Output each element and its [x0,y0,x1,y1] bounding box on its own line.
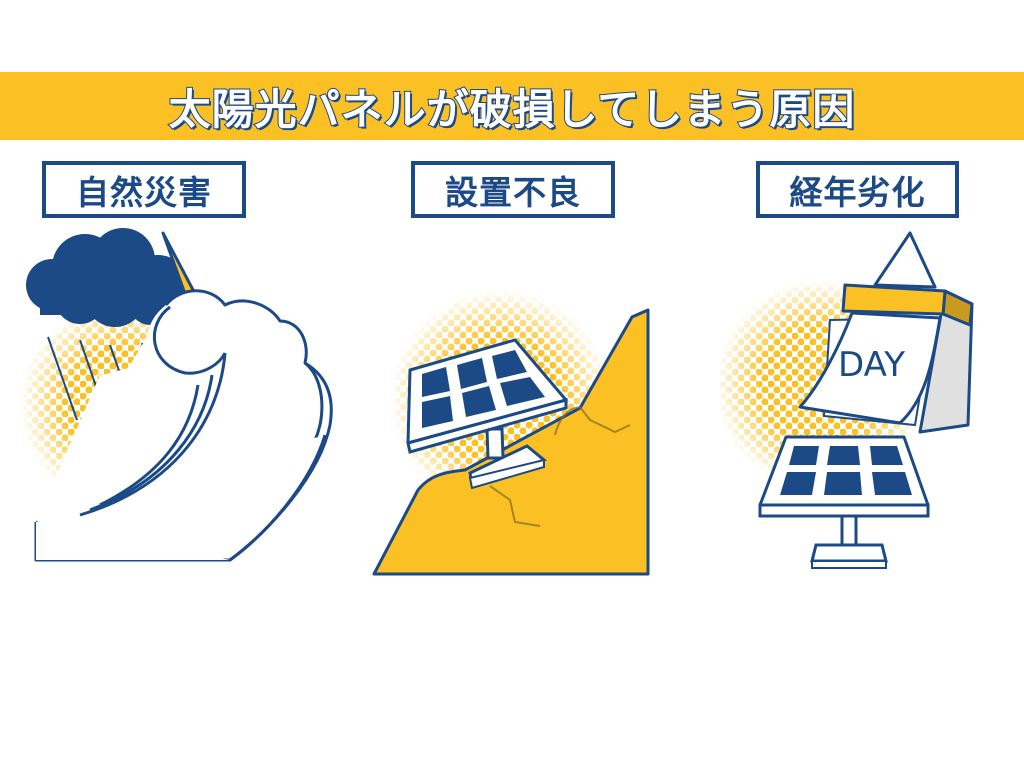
page-title: 太陽光パネルが破損してしまう原因 [168,84,856,135]
storm-cloud-icon [26,228,188,327]
ground-crack-icon [489,405,631,527]
cause-label-text: 設置不良 [445,172,581,212]
title-banner: 太陽光パネルが破損してしまう原因 [0,72,1024,140]
improper-installation-illustration [370,290,660,590]
tidal-wave-icon [34,289,333,562]
cause-label-improper-installation: 設置不良 [411,161,615,218]
cause-label-text: 自然災害 [76,172,212,212]
cause-label-aging-deterioration: 経年劣化 [756,161,959,218]
cause-label-text: 経年劣化 [789,172,926,212]
solar-panel-icon [406,338,568,490]
solar-panel-icon [758,435,930,569]
slope-hill-icon [372,308,650,576]
cause-label-natural-disaster: 自然災害 [42,161,246,218]
calendar-day-text: DAY [838,345,905,385]
natural-disaster-illustration [20,225,350,585]
aging-deterioration-illustration: DAY [715,225,990,585]
calendar-icon: DAY [798,231,974,434]
